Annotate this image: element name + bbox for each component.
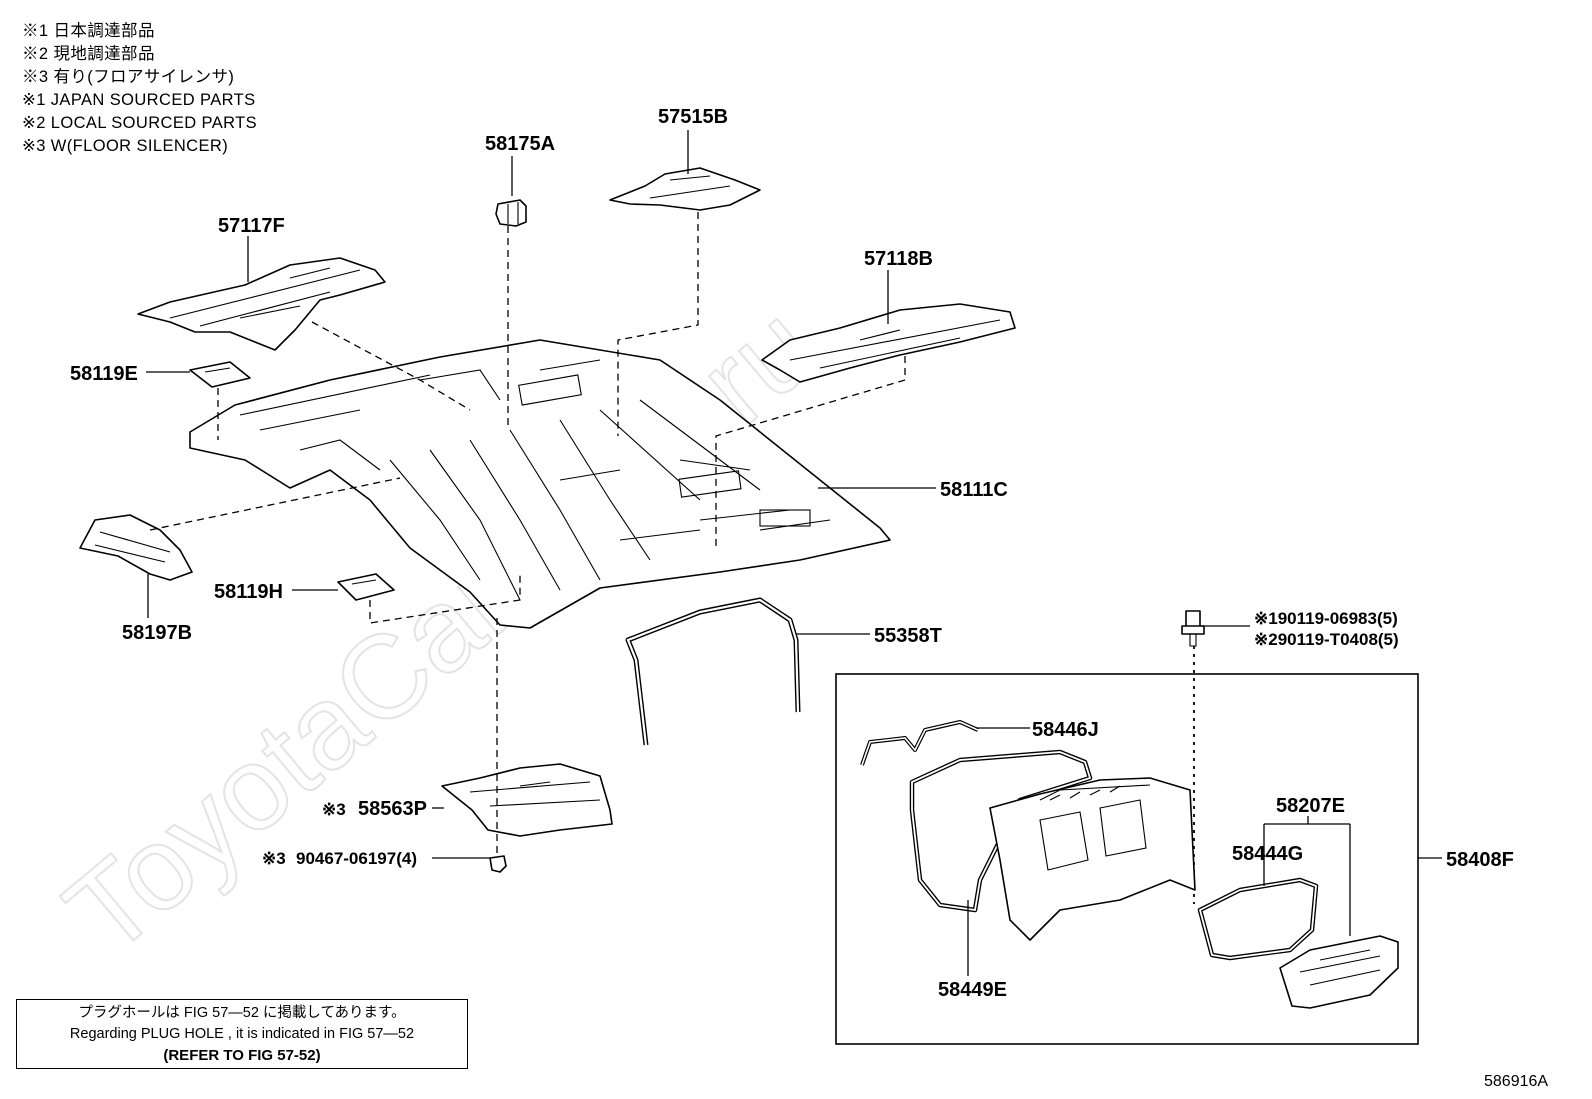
label-58175A: 58175A bbox=[485, 133, 555, 155]
label-58408F: 58408F bbox=[1446, 849, 1514, 871]
legend-notes: ※1 日本調達部品 ※2 現地調達部品 ※3 有り(フロアサイレンサ) ※1 J… bbox=[22, 20, 257, 158]
label-clip-part: 90467-06197(4) bbox=[296, 849, 417, 868]
label-58449E: 58449E bbox=[938, 979, 1007, 1001]
label-58444G: 58444G bbox=[1232, 843, 1303, 865]
inset-frame bbox=[835, 673, 1419, 1045]
label-57118B: 57118B bbox=[864, 248, 933, 270]
service-hole-gasket-part[interactable] bbox=[860, 720, 979, 766]
label-57515B: 57515B bbox=[658, 106, 728, 128]
bolt-part[interactable] bbox=[1181, 610, 1205, 647]
floor-plate-upper-part[interactable] bbox=[189, 361, 251, 388]
floor-pan-part[interactable] bbox=[189, 339, 891, 629]
label-mark-58563P: ※3 bbox=[322, 800, 346, 819]
label-58197B: 58197B bbox=[122, 622, 192, 644]
note-line: ※2 現地調達部品 bbox=[22, 45, 155, 63]
label-bolt-local: ※290119-T0408(5) bbox=[1254, 630, 1399, 649]
plug-hole-note: プラグホールは FIG 57—52 に掲載してあります。 Regarding P… bbox=[16, 999, 468, 1069]
floor-crossmember-right-part[interactable] bbox=[761, 303, 1016, 383]
figure-code: 586916A bbox=[1484, 1073, 1549, 1090]
label-58207E: 58207E bbox=[1276, 795, 1345, 817]
inspection-plate-part[interactable] bbox=[1279, 935, 1399, 1009]
label-58111C: 58111C bbox=[940, 479, 1008, 501]
label-bolt-japan: ※190119-06983(5) bbox=[1254, 609, 1398, 628]
note-line: ※3 W(FLOOR SILENCER) bbox=[22, 137, 229, 155]
floor-silencer-part[interactable] bbox=[441, 763, 613, 837]
label-55358T: 55358T bbox=[874, 625, 942, 647]
floor-reinforcement-part[interactable] bbox=[609, 167, 761, 211]
label-58119H: 58119H bbox=[214, 581, 283, 603]
note-reference: (REFER TO FIG 57-52) bbox=[163, 1047, 321, 1064]
silencer-clip-part[interactable] bbox=[489, 855, 507, 873]
label-mark-clip: ※3 bbox=[262, 849, 286, 868]
floor-side-reinforcement-part[interactable] bbox=[79, 514, 193, 581]
label-58446J: 58446J bbox=[1032, 719, 1099, 741]
note-line: ※3 有り(フロアサイレンサ) bbox=[22, 68, 235, 86]
note-japanese: プラグホールは FIG 57—52 に掲載してあります。 bbox=[78, 1005, 406, 1021]
weatherstrip-part[interactable] bbox=[625, 597, 801, 746]
service-hole-cover-part[interactable] bbox=[989, 777, 1196, 941]
note-line: ※1 JAPAN SOURCED PARTS bbox=[22, 91, 256, 109]
note-english: Regarding PLUG HOLE , it is indicated in… bbox=[69, 1026, 415, 1042]
label-57117F: 57117F bbox=[218, 215, 285, 237]
floor-plate-lower-part[interactable] bbox=[337, 573, 395, 601]
label-58119E: 58119E bbox=[70, 363, 138, 385]
label-58563P: 58563P bbox=[358, 798, 427, 820]
note-line: ※2 LOCAL SOURCED PARTS bbox=[22, 114, 258, 132]
clip-part[interactable] bbox=[495, 199, 527, 227]
note-line: ※1 日本調達部品 bbox=[22, 22, 155, 40]
floor-crossmember-left-part[interactable] bbox=[137, 257, 386, 351]
inspection-gasket-part[interactable] bbox=[1197, 877, 1319, 961]
